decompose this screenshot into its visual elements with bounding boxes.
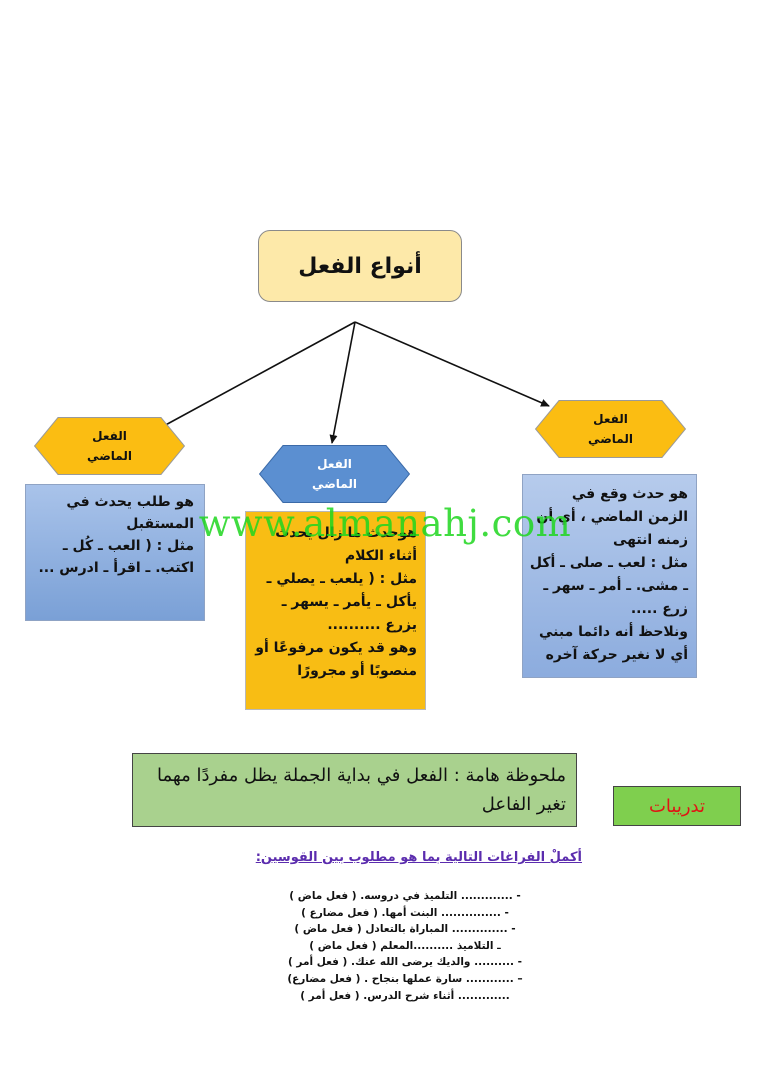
description-left: هو طلب يحدث في المستقبل مثل : ( العب ـ ك… [25,484,205,621]
hexagon-left-icon [34,417,185,475]
description-right: هو حدث وقع في الزمن الماضي ، أي أن زمنه … [522,474,697,678]
category-middle-shape: الفعل الماضي [259,445,410,503]
exercises-button[interactable]: تدريبات [613,786,741,826]
exercise-item: – ............ سارة عملها بنجاح . ( فعل … [287,972,523,985]
arrow-to-left [159,321,356,429]
exercise-item: - .......... والديك يرضى الله عنك. ( فعل… [287,956,523,969]
category-left-shape: الفعل الماضي [34,417,185,475]
description-left-line: مثل : ( العب ـ كُل ـ اكتب. ـ اقرأ ـ ادرس… [38,538,194,576]
watermark: www.almanahj.com [198,502,572,545]
hexagon-middle-icon [259,445,410,503]
description-right-line: هو حدث وقع في الزمن الماضي ، أي أن زمنه … [536,486,688,548]
exercise-item: ............. أثناء شرح الدرس. ( فعل أمر… [300,989,510,1002]
important-note: ملحوظة هامة : الفعل في بداية الجملة يظل … [132,753,577,827]
description-middle-line: هوحدث ما زال يحدث أثناء الكلام [275,525,417,564]
hexagon-right-icon [535,400,686,458]
description-middle: هوحدث ما زال يحدث أثناء الكلام مثل : ( ي… [245,511,426,710]
category-right-shape: الفعل الماضي [535,400,686,458]
description-left-line: هو طلب يحدث في المستقبل [66,494,194,532]
description-middle-line: وهو قد يكون مرفوعًا أو منصوبًا أو مجرورً… [255,640,417,679]
description-right-line: ونلاحظ أنه دائما مبني أي لا نغير حركة آخ… [539,624,688,663]
arrow-to-right [354,321,550,407]
exercise-item: ـ التلاميذ ..........المعلم ( فعل ماض ) [309,939,501,952]
exercise-list: - ............. التلميذ في دروسه. ( فعل … [245,888,565,1006]
diagram-title: أنواع الفعل [258,230,462,302]
category-right-label: الفعل الماضي [588,412,633,446]
category-left-label: الفعل الماضي [87,429,132,463]
description-right-line: مثل : لعب ـ صلى ـ أكل ـ مشى. ـ أمر ـ سهر… [529,555,688,617]
category-middle-label: الفعل الماضي [312,457,357,491]
description-middle-line: مثل : ( يلعب ـ يصلي ـ يأكل ـ يأمر ـ يسهر… [266,571,417,633]
exercise-item: - ............... البنت أمها. ( فعل مضار… [301,906,509,919]
arrow-to-middle [329,321,356,444]
exercise-item: - .............. المباراة بالتعادل ( فعل… [294,923,516,936]
exercise-item: - ............. التلميذ في دروسه. ( فعل … [289,890,521,902]
exercise-instruction: أكملْ الفراغات التالية بما هو مطلوب بين … [255,850,582,865]
